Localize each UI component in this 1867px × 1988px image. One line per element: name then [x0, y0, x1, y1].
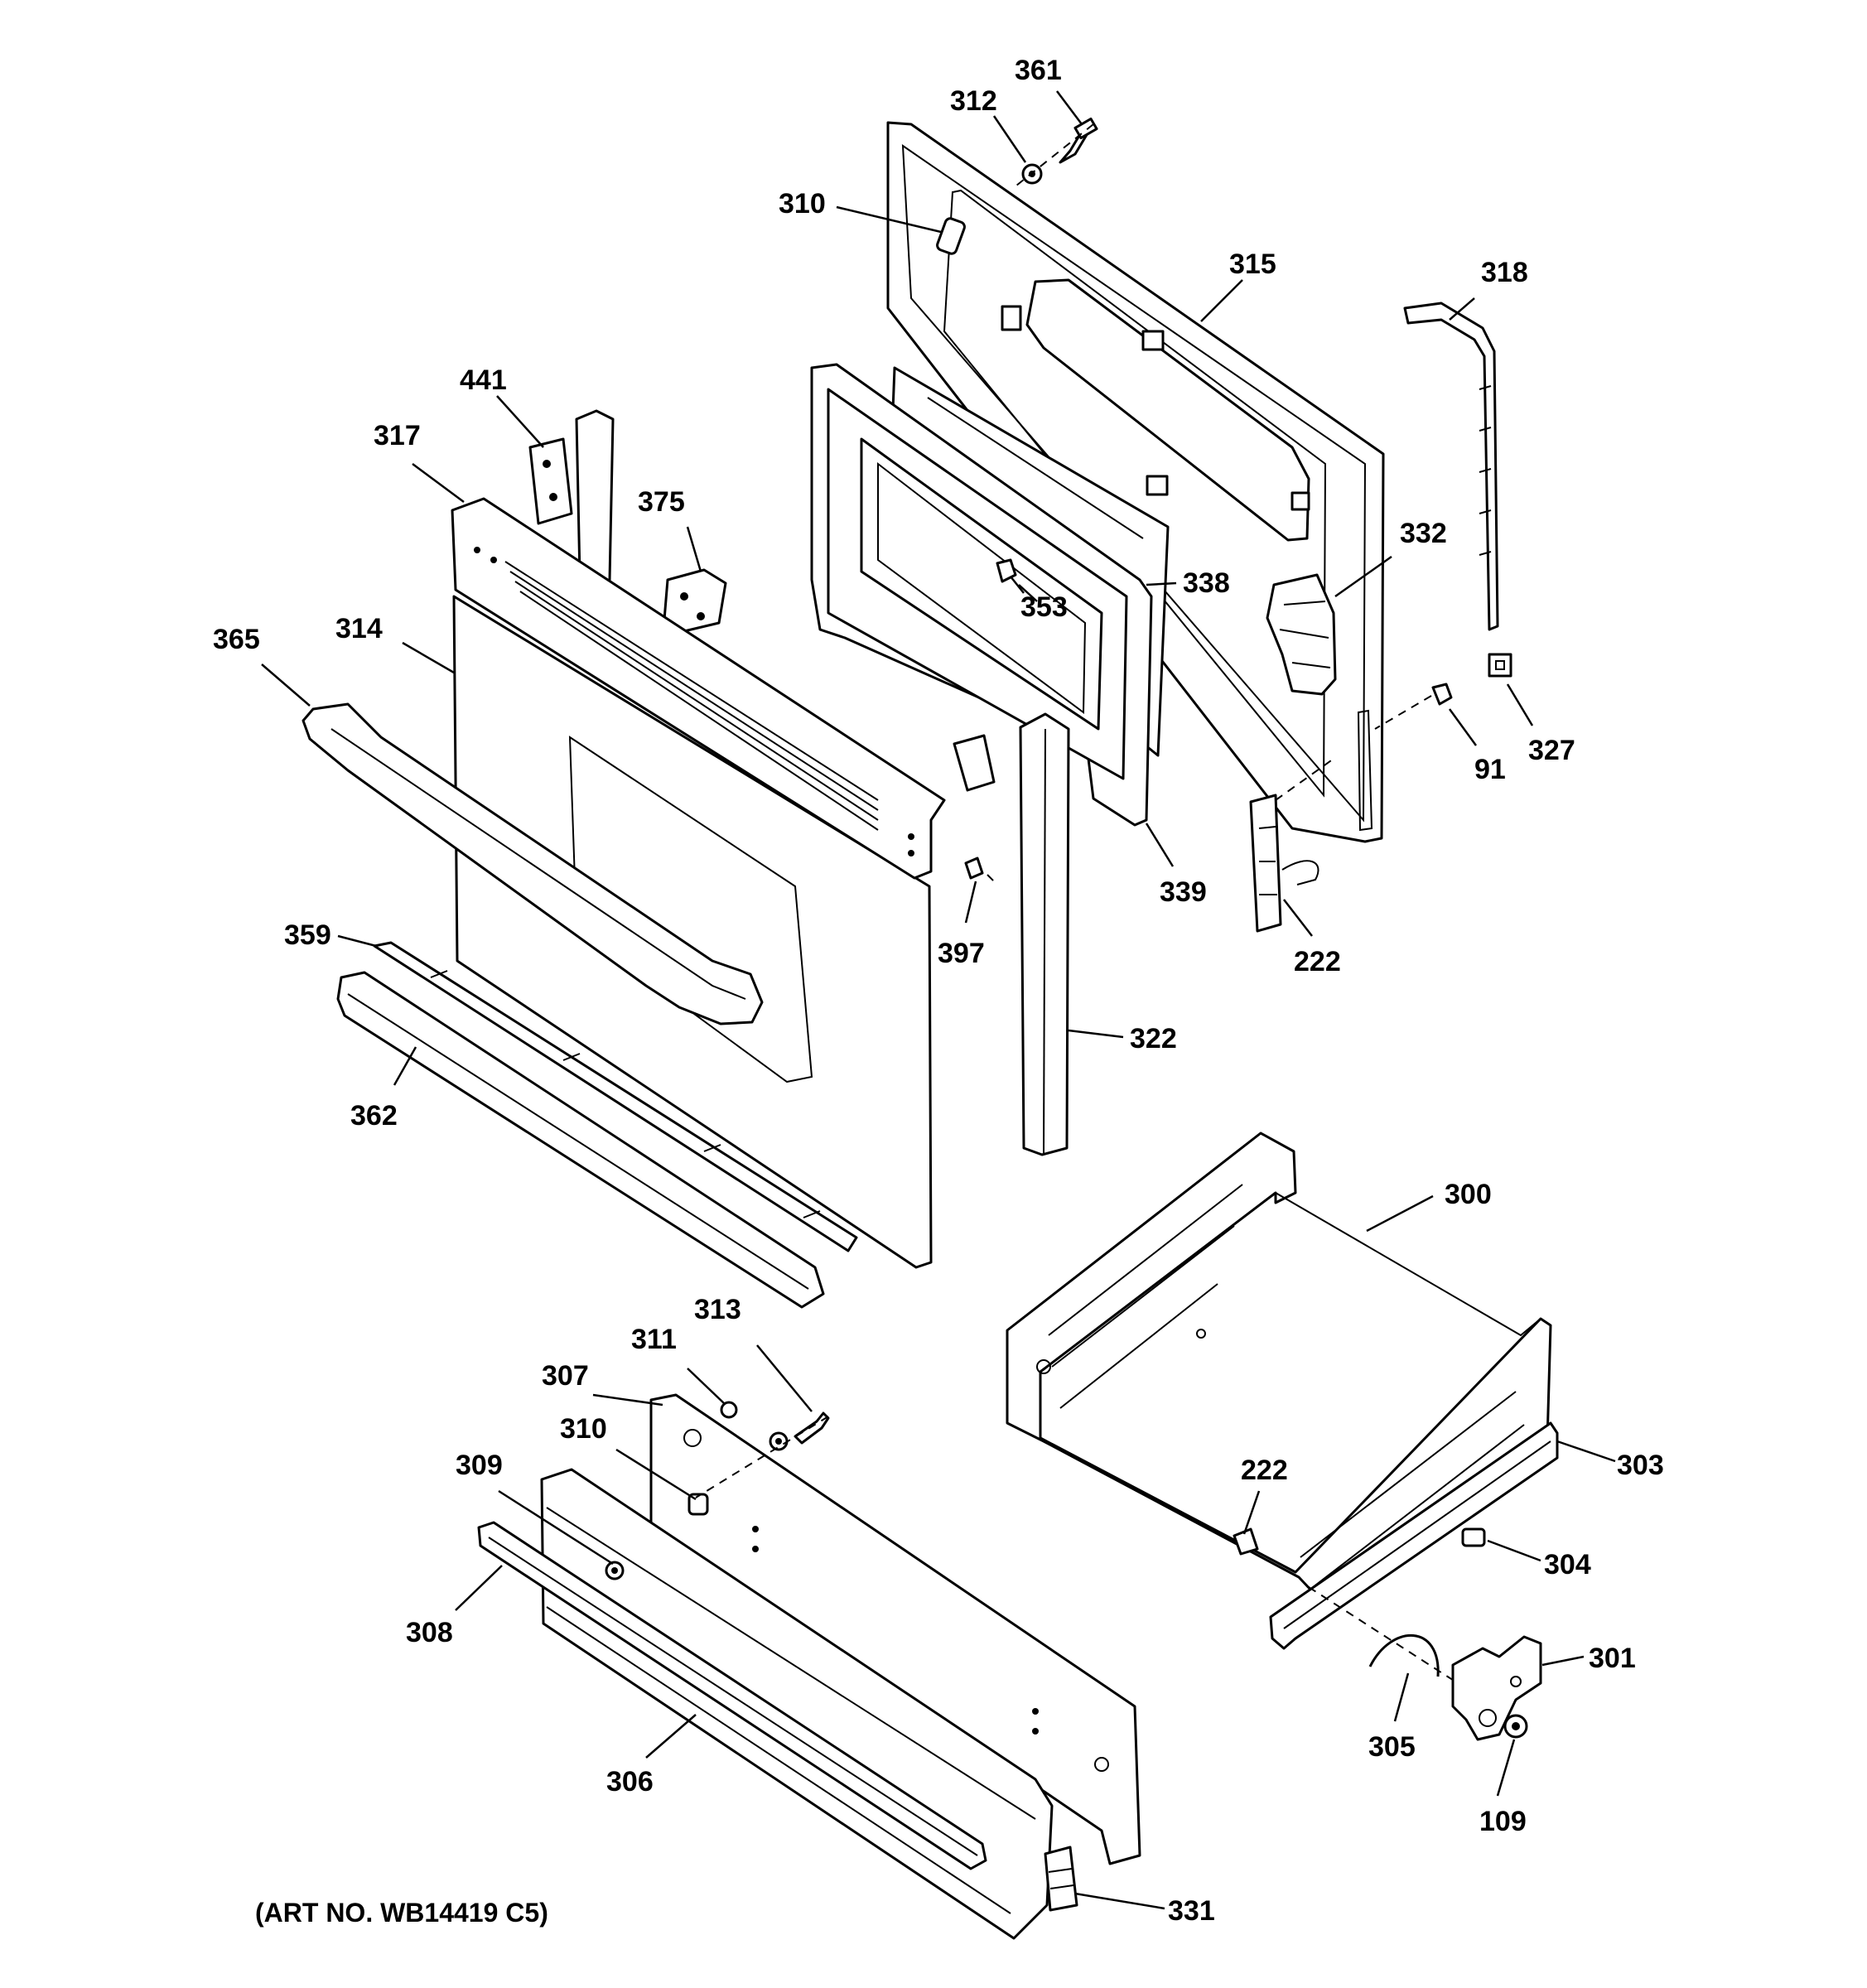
gasket-318 [1403, 302, 1499, 631]
callout-339: 339 [1160, 876, 1207, 908]
art-number-label: (ART NO. WB14419 C5) [255, 1898, 548, 1928]
strip-359 [373, 941, 858, 1252]
callout-314: 314 [335, 613, 383, 644]
callout-labels: 361 312 310 315 318 441 317 375 332 338 … [213, 55, 1664, 1927]
callout-362: 362 [350, 1100, 398, 1132]
callout-338: 338 [1183, 567, 1230, 599]
bumper-310-top [936, 217, 966, 255]
callout-365: 365 [213, 624, 260, 655]
callout-327: 327 [1528, 735, 1575, 766]
stop-222-bottom [1233, 1527, 1259, 1556]
callout-332: 332 [1400, 518, 1447, 549]
callout-317: 317 [374, 420, 421, 451]
callout-313: 313 [694, 1294, 741, 1325]
drawer-300 [1006, 1132, 1552, 1607]
callout-109: 109 [1479, 1806, 1527, 1837]
hinge-222-top [1249, 758, 1334, 933]
callout-311: 311 [631, 1324, 677, 1355]
callout-331: 331 [1168, 1895, 1215, 1927]
door-inner-panel-315 [886, 121, 1385, 843]
bracket-331 [1044, 1846, 1078, 1912]
clip-327 [1488, 653, 1512, 678]
screw-361 [1059, 117, 1098, 164]
callout-222-top: 222 [1294, 946, 1341, 977]
rail-303 [1269, 1421, 1559, 1650]
nut-311 [720, 1401, 738, 1419]
callout-312: 312 [950, 85, 997, 117]
callout-322: 322 [1130, 1023, 1177, 1054]
clip-309 [605, 1561, 625, 1580]
screw-353 [996, 558, 1025, 594]
spring-305 [1308, 1586, 1459, 1684]
callout-318: 318 [1481, 257, 1528, 288]
callout-222-bottom: 222 [1241, 1455, 1288, 1486]
door-frame-339 [810, 363, 1153, 827]
side-trim-322 [953, 712, 1070, 1156]
callout-397: 397 [938, 938, 985, 969]
callout-361: 361 [1015, 55, 1062, 86]
callout-305: 305 [1368, 1731, 1416, 1763]
callout-353: 353 [1020, 591, 1068, 623]
screw-313 [794, 1411, 830, 1445]
callout-310-top: 310 [779, 188, 826, 220]
screw-91 [1431, 683, 1453, 706]
bracket-441 [528, 409, 615, 586]
callout-306: 306 [606, 1766, 654, 1797]
callout-375: 375 [638, 486, 685, 518]
callout-303: 303 [1617, 1450, 1664, 1481]
nut-109 [1503, 1714, 1528, 1739]
insulation-332 [1266, 573, 1337, 696]
handle-308 [477, 1521, 987, 1870]
washer-313 [769, 1431, 789, 1451]
callout-300: 300 [1445, 1179, 1492, 1210]
callout-441: 441 [460, 364, 507, 396]
callout-307: 307 [542, 1360, 589, 1392]
vent-trim-317 [451, 497, 946, 880]
trim-362 [336, 971, 825, 1309]
bracket-301 [1451, 1635, 1542, 1741]
bumper-310-bottom [687, 1493, 709, 1516]
callout-301: 301 [1589, 1643, 1636, 1674]
roller-304 [1461, 1527, 1486, 1547]
callout-315: 315 [1229, 248, 1276, 280]
callout-359: 359 [284, 919, 331, 951]
callout-304: 304 [1544, 1549, 1591, 1580]
leader-lines [261, 90, 1616, 1910]
handle-365 [302, 702, 764, 1025]
callout-310-bottom: 310 [560, 1413, 607, 1445]
callout-308: 308 [406, 1617, 453, 1648]
screw-397 [964, 856, 998, 885]
callout-309: 309 [456, 1450, 503, 1481]
callout-91: 91 [1474, 754, 1506, 785]
